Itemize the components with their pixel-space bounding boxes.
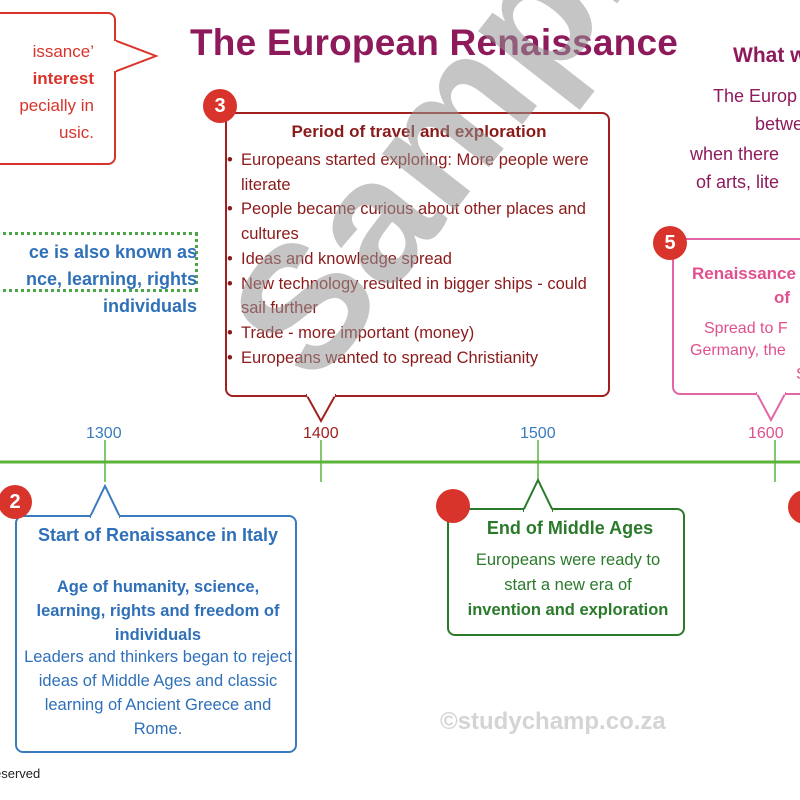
callout-box-3: Period of travel and exploration Europea… bbox=[225, 112, 610, 397]
what-line3: when there bbox=[690, 144, 780, 164]
box3-bullet-2: People became curious about other places… bbox=[227, 197, 607, 246]
box2-pointer bbox=[90, 484, 120, 518]
box5-pointer bbox=[756, 392, 786, 422]
rights-reserved: eserved bbox=[0, 766, 41, 781]
box3-bullet-3: Ideas and knowledge spread bbox=[227, 247, 607, 272]
box3-bullets: Europeans started exploring: More people… bbox=[227, 148, 607, 370]
what-body: The Europ between when there of arts, li… bbox=[690, 82, 800, 196]
quote-line1: ce is also known as bbox=[28, 242, 197, 262]
known-as-box: ce is also known as nce, learning, right… bbox=[0, 232, 198, 316]
quote-line2: nce, learning, rights bbox=[25, 269, 197, 289]
box3-bullet-1: Europeans started exploring: More people… bbox=[227, 148, 607, 197]
what-line4: of arts, lite bbox=[696, 172, 780, 192]
number-badge-3: 3 bbox=[203, 89, 237, 123]
box4-pointer bbox=[523, 478, 553, 512]
box5-heading2: of bbox=[774, 288, 791, 307]
box3-bullet-5: Trade - more important (money) bbox=[227, 321, 607, 346]
number-badge-4 bbox=[436, 489, 470, 523]
box1-line4: usic. bbox=[59, 123, 94, 142]
quote-line3: individuals bbox=[102, 296, 197, 316]
what-heading: What w bbox=[733, 44, 800, 67]
number-badge-6 bbox=[788, 490, 800, 524]
year-1500: 1500 bbox=[520, 425, 556, 442]
year-1400: 1400 bbox=[303, 425, 339, 442]
box3-heading: Period of travel and exploration bbox=[291, 122, 547, 141]
box4-line2: start a new era of bbox=[504, 576, 632, 594]
box3-pointer bbox=[306, 394, 336, 424]
box5-body2: Germany, the bbox=[690, 342, 786, 359]
box5-heading1: Renaissance bbox=[692, 264, 796, 283]
box1-line1: issance’ bbox=[32, 42, 94, 61]
callout-box-4: End of Middle Ages Europeans were ready … bbox=[447, 508, 685, 636]
number-badge-2: 2 bbox=[0, 485, 32, 519]
what-line1: The Europ bbox=[713, 86, 798, 106]
box5-body1: Spread to F bbox=[704, 320, 788, 337]
box3-bullet-6: Europeans wanted to spread Christianity bbox=[227, 346, 607, 371]
box1-line3: pecially in bbox=[19, 96, 94, 115]
box2-heading: Start of Renaissance in Italy bbox=[37, 525, 279, 545]
box4-line1: Europeans were ready to bbox=[475, 551, 661, 569]
year-1300: 1300 bbox=[86, 425, 122, 442]
box1-pointer bbox=[114, 38, 159, 74]
number-badge-5: 5 bbox=[653, 226, 687, 260]
copyright-watermark: ©studychamp.co.za bbox=[440, 708, 666, 735]
box2-body: Leaders and thinkers began to reject ide… bbox=[24, 648, 292, 738]
year-1600: 1600 bbox=[748, 425, 784, 442]
callout-box-2: Start of Renaissance in Italy Age of hum… bbox=[15, 515, 297, 753]
box4-line3: invention and exploration bbox=[467, 601, 669, 619]
box5-body3: S bbox=[796, 366, 800, 384]
box3-bullet-4: New technology resulted in bigger ships … bbox=[227, 272, 607, 321]
box1-line2: interest bbox=[32, 69, 94, 88]
page-title: The European Renaissance bbox=[189, 22, 679, 63]
callout-box-5: Renaissance of Spread to F Germany, the … bbox=[672, 238, 800, 395]
box2-subheading: Age of humanity, science, learning, righ… bbox=[36, 578, 280, 644]
callout-box-1: issance’ interest pecially in usic. bbox=[0, 12, 116, 165]
what-line2: between bbox=[755, 114, 800, 134]
box4-heading: End of Middle Ages bbox=[486, 518, 654, 538]
